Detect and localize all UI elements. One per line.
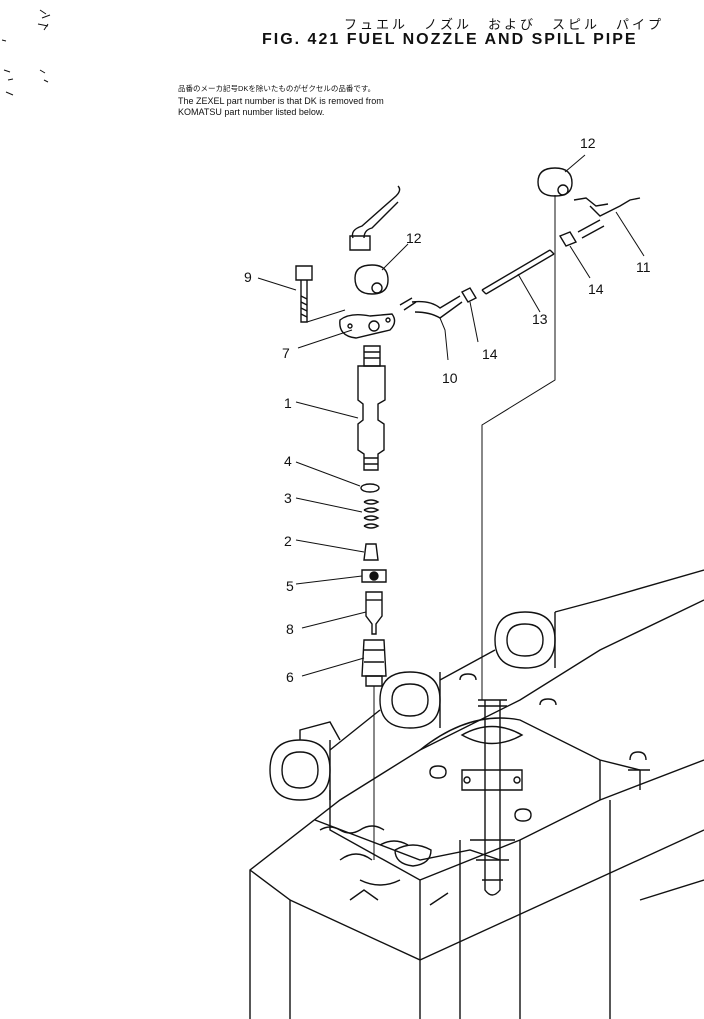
note-line-2: KOMATSU part number listed below.	[178, 107, 325, 117]
spill-pipe-route-line	[481, 195, 556, 700]
figure-title-japanese: フュエル ノズル および スピル パイプ	[344, 17, 665, 32]
figure-title: FIG. 421 FUEL NOZZLE AND SPILL PIPE	[262, 31, 638, 48]
callout-2: 2	[284, 533, 292, 549]
callout-11: 11	[636, 259, 651, 275]
note-line-1: The ZEXEL part number is that DK is remo…	[178, 96, 384, 106]
callout-7: 7	[282, 345, 290, 361]
callout-4: 4	[284, 453, 292, 469]
callouts: 1 2 3 4 5 6 7 8 9 10 11 12 12 13 14 14	[244, 135, 651, 685]
callout-5: 5	[286, 578, 294, 594]
callout-3: 3	[284, 490, 292, 506]
scan-marks	[1, 9, 51, 96]
callout-6: 6	[286, 669, 294, 685]
callout-9: 9	[244, 269, 252, 285]
exploded-parts	[257, 154, 645, 860]
cylinder-head-outline	[249, 569, 704, 1019]
note-japanese: 品番のメーカ記号DKを除いたものがゼクセルの品番です。	[178, 84, 376, 93]
callout-10: 10	[442, 370, 458, 386]
installed-nozzle	[460, 699, 524, 896]
callout-1: 1	[284, 395, 292, 411]
callout-13: 13	[532, 311, 548, 327]
callout-14-left: 14	[482, 346, 498, 362]
callout-12-right: 12	[580, 135, 596, 151]
callout-12-left: 12	[406, 230, 422, 246]
callout-14-right: 14	[588, 281, 604, 297]
callout-8: 8	[286, 621, 294, 637]
